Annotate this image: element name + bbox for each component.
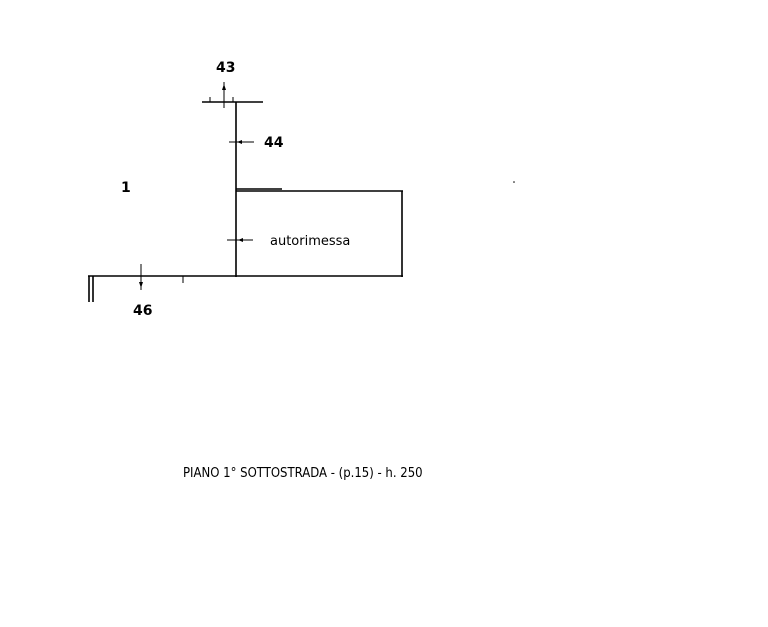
plan-title: PIANO 1° SOTTOSTRADA - (p.15) - h. 250: [183, 466, 423, 481]
arrow-head-icon: [237, 140, 242, 144]
arrow-head-icon: [238, 238, 243, 242]
marker-46-label: 46: [133, 303, 152, 319]
area-label: 1: [121, 180, 131, 196]
marker-43-label: 43: [216, 60, 235, 76]
stray-dot: [513, 181, 515, 183]
arrow-head-icon: [139, 282, 143, 288]
arrow-head-icon: [222, 84, 226, 90]
room-label: autorimessa: [270, 234, 350, 249]
marker-44-label: 44: [264, 135, 284, 151]
